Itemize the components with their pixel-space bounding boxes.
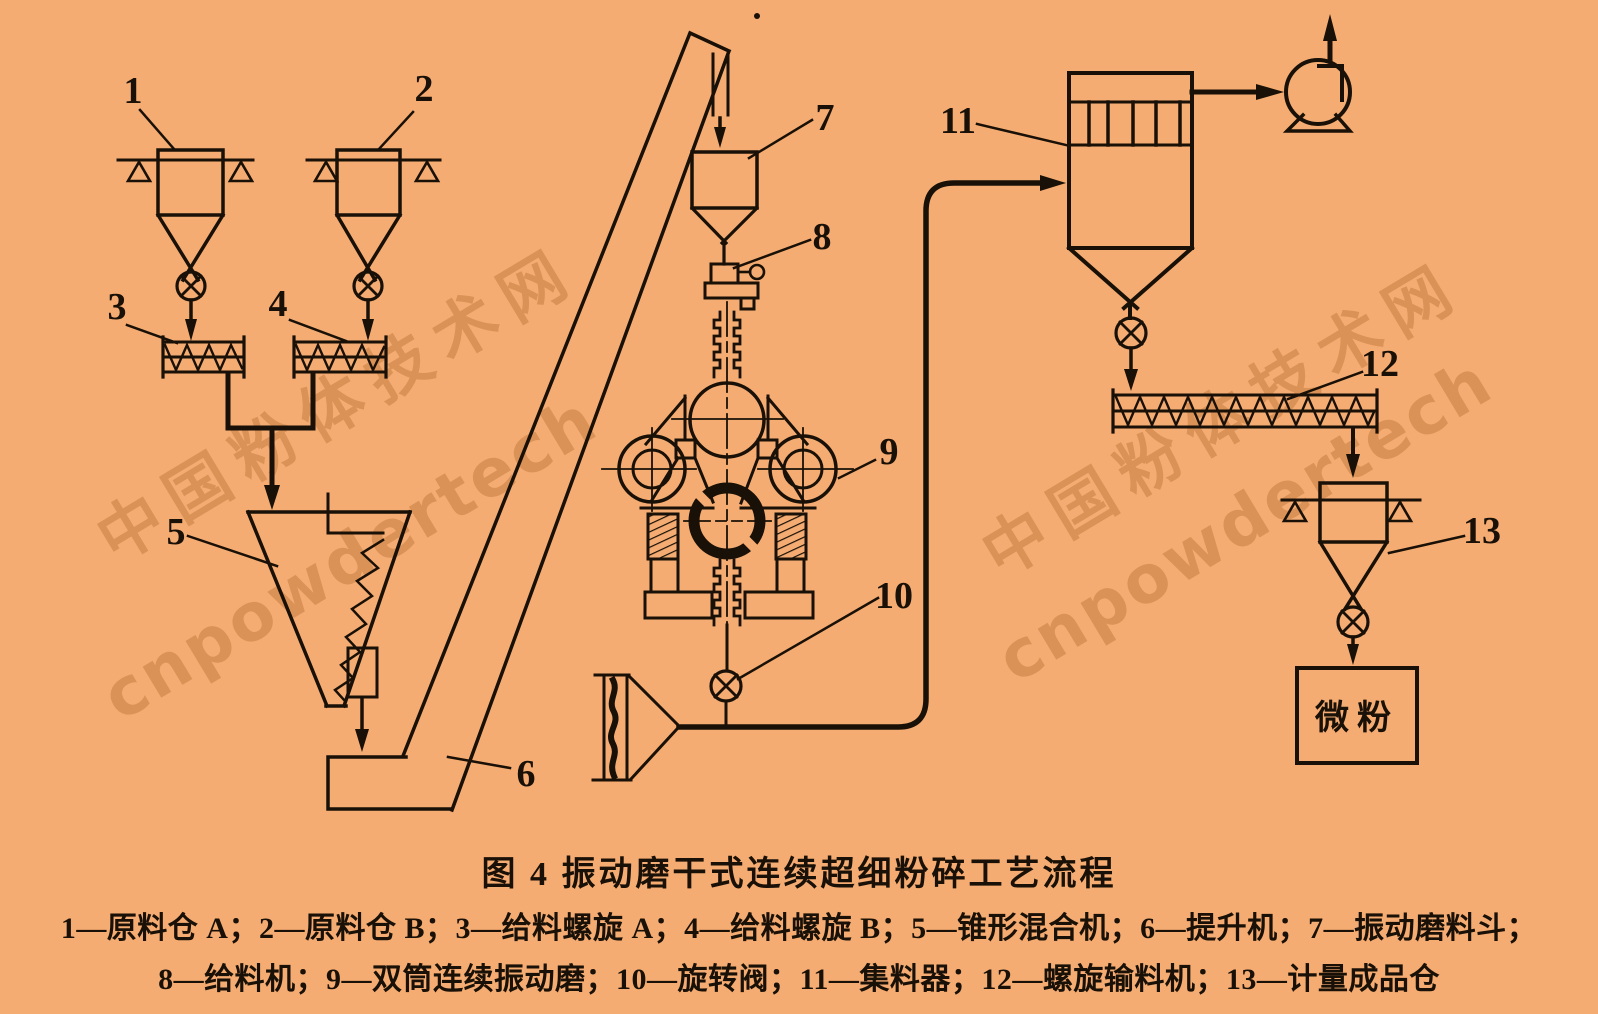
legend-line-2: 8—给料机；9—双筒连续振动磨；10—旋转阀；11—集料器；12—螺旋输料机；1… — [158, 963, 1440, 996]
rotary-valve-icon — [352, 270, 384, 302]
rotary-valve-10 — [709, 669, 743, 729]
label-12: 12 — [1361, 343, 1399, 385]
raw-silo-b — [305, 148, 442, 341]
ink-dot — [754, 13, 760, 19]
spring-right — [774, 512, 808, 561]
rotary-valve-icon — [1336, 605, 1370, 639]
label-4: 4 — [269, 283, 288, 325]
duct-to-collector — [676, 175, 1066, 730]
bucket-elevator — [326, 30, 732, 813]
label-3: 3 — [108, 286, 127, 328]
label-13: 13 — [1463, 510, 1501, 552]
raw-silo-a — [116, 148, 255, 341]
label-2: 2 — [415, 68, 434, 110]
label-9: 9 — [880, 431, 899, 473]
feeder — [703, 262, 766, 311]
figure-caption: 图 4 振动磨干式连续超细粉碎工艺流程 — [481, 856, 1117, 893]
spring-left — [646, 512, 680, 561]
conical-mixer — [245, 492, 413, 752]
label-1: 1 — [124, 70, 143, 112]
collector — [1066, 71, 1195, 391]
mixer-screw — [333, 538, 385, 703]
label-7: 7 — [816, 97, 835, 139]
label-8: 8 — [813, 216, 832, 258]
number-labels: 1 2 3 4 5 6 7 8 9 10 11 12 13 微粉 — [108, 68, 1502, 795]
rotary-valve-icon — [175, 270, 207, 302]
filter-bags-icon — [1087, 100, 1182, 147]
product-silo — [1280, 481, 1422, 665]
screw-conveyor-12 — [1111, 388, 1379, 478]
vibration-mill — [601, 301, 854, 673]
label-11: 11 — [940, 100, 976, 142]
label-6: 6 — [517, 753, 536, 795]
label-5: 5 — [167, 511, 186, 553]
mill-hopper — [689, 150, 760, 266]
fan-base — [1282, 112, 1354, 133]
merge-chute — [225, 370, 316, 510]
product-box — [1295, 666, 1419, 765]
legend-line-1: 1—原料仓 A；2—原料仓 B；3—给料螺旋 A；4—给料螺旋 B；5—锥形混合… — [60, 912, 1538, 945]
rotary-valve-icon — [1114, 316, 1148, 350]
product-box-label: 微粉 — [1314, 699, 1399, 737]
exhaust-fan — [1189, 14, 1354, 133]
label-10: 10 — [875, 575, 913, 617]
leader-lines — [125, 108, 1466, 770]
feed-screw-b — [292, 335, 388, 379]
air-inlet-filter — [591, 673, 680, 782]
